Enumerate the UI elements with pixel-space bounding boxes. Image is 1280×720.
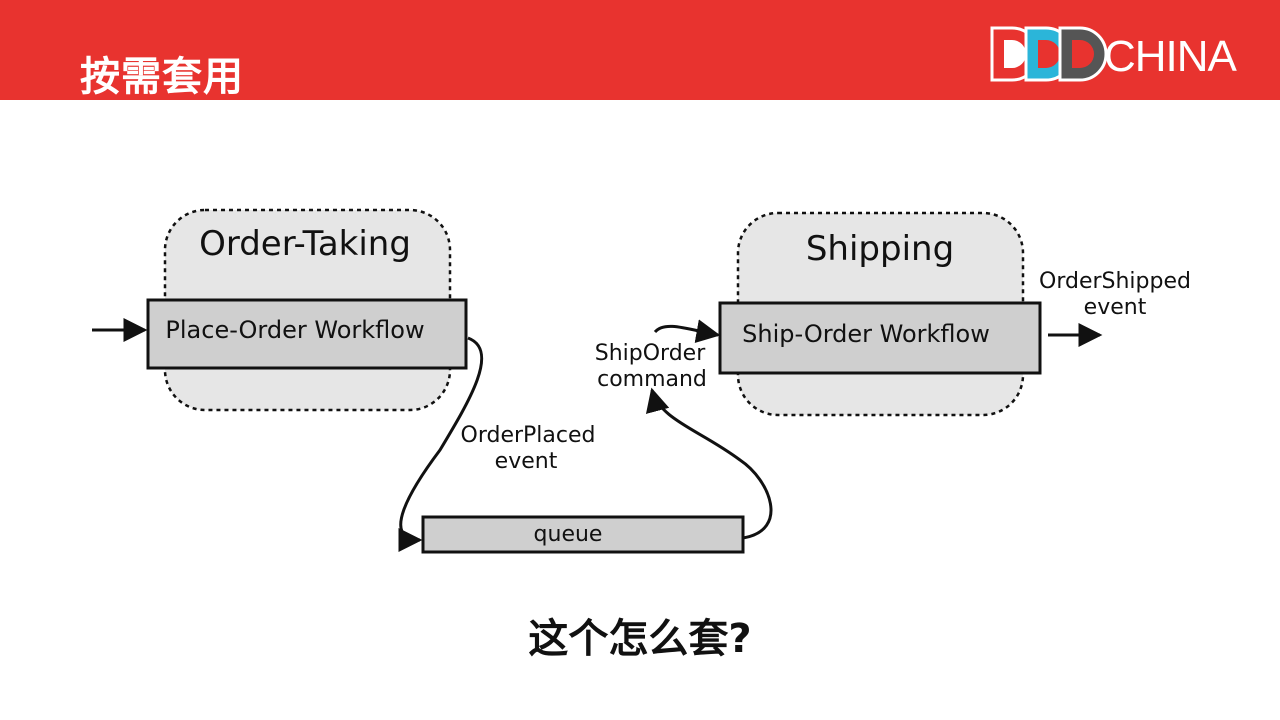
order-placed-flow (398, 336, 484, 552)
order-placed-line2: event (495, 449, 558, 474)
logo-letter-d-3 (1058, 26, 1108, 82)
order-shipped-line1: OrderShipped (1039, 269, 1191, 294)
slide-title: 按需套用 (80, 54, 244, 100)
question-text: 这个怎么套? (528, 616, 752, 662)
place-order-workflow (146, 298, 468, 370)
dddchina-logo (990, 26, 1108, 82)
logo-text: CHINA (1104, 32, 1237, 81)
workflow-diagram: Order-Taking Place-Order Workflow Shippi… (92, 208, 1191, 554)
place-order-workflow-label: Place-Order Workflow (165, 316, 424, 344)
order-shipped-line2: event (1084, 295, 1147, 320)
ship-order-command-line2: command (597, 367, 707, 392)
shipping-label: Shipping (806, 229, 954, 269)
ship-order-command-flow (645, 387, 773, 540)
ship-order-workflow (718, 301, 1042, 375)
order-taking-label: Order-Taking (199, 224, 411, 264)
queue-label: queue (534, 522, 603, 547)
order-placed-line1: OrderPlaced (461, 423, 596, 448)
queue-box (421, 515, 745, 554)
ship-order-command-line1: ShipOrder (595, 341, 706, 366)
ship-order-workflow-label: Ship-Order Workflow (742, 320, 990, 348)
command-into-workflow-arrow (653, 319, 721, 344)
